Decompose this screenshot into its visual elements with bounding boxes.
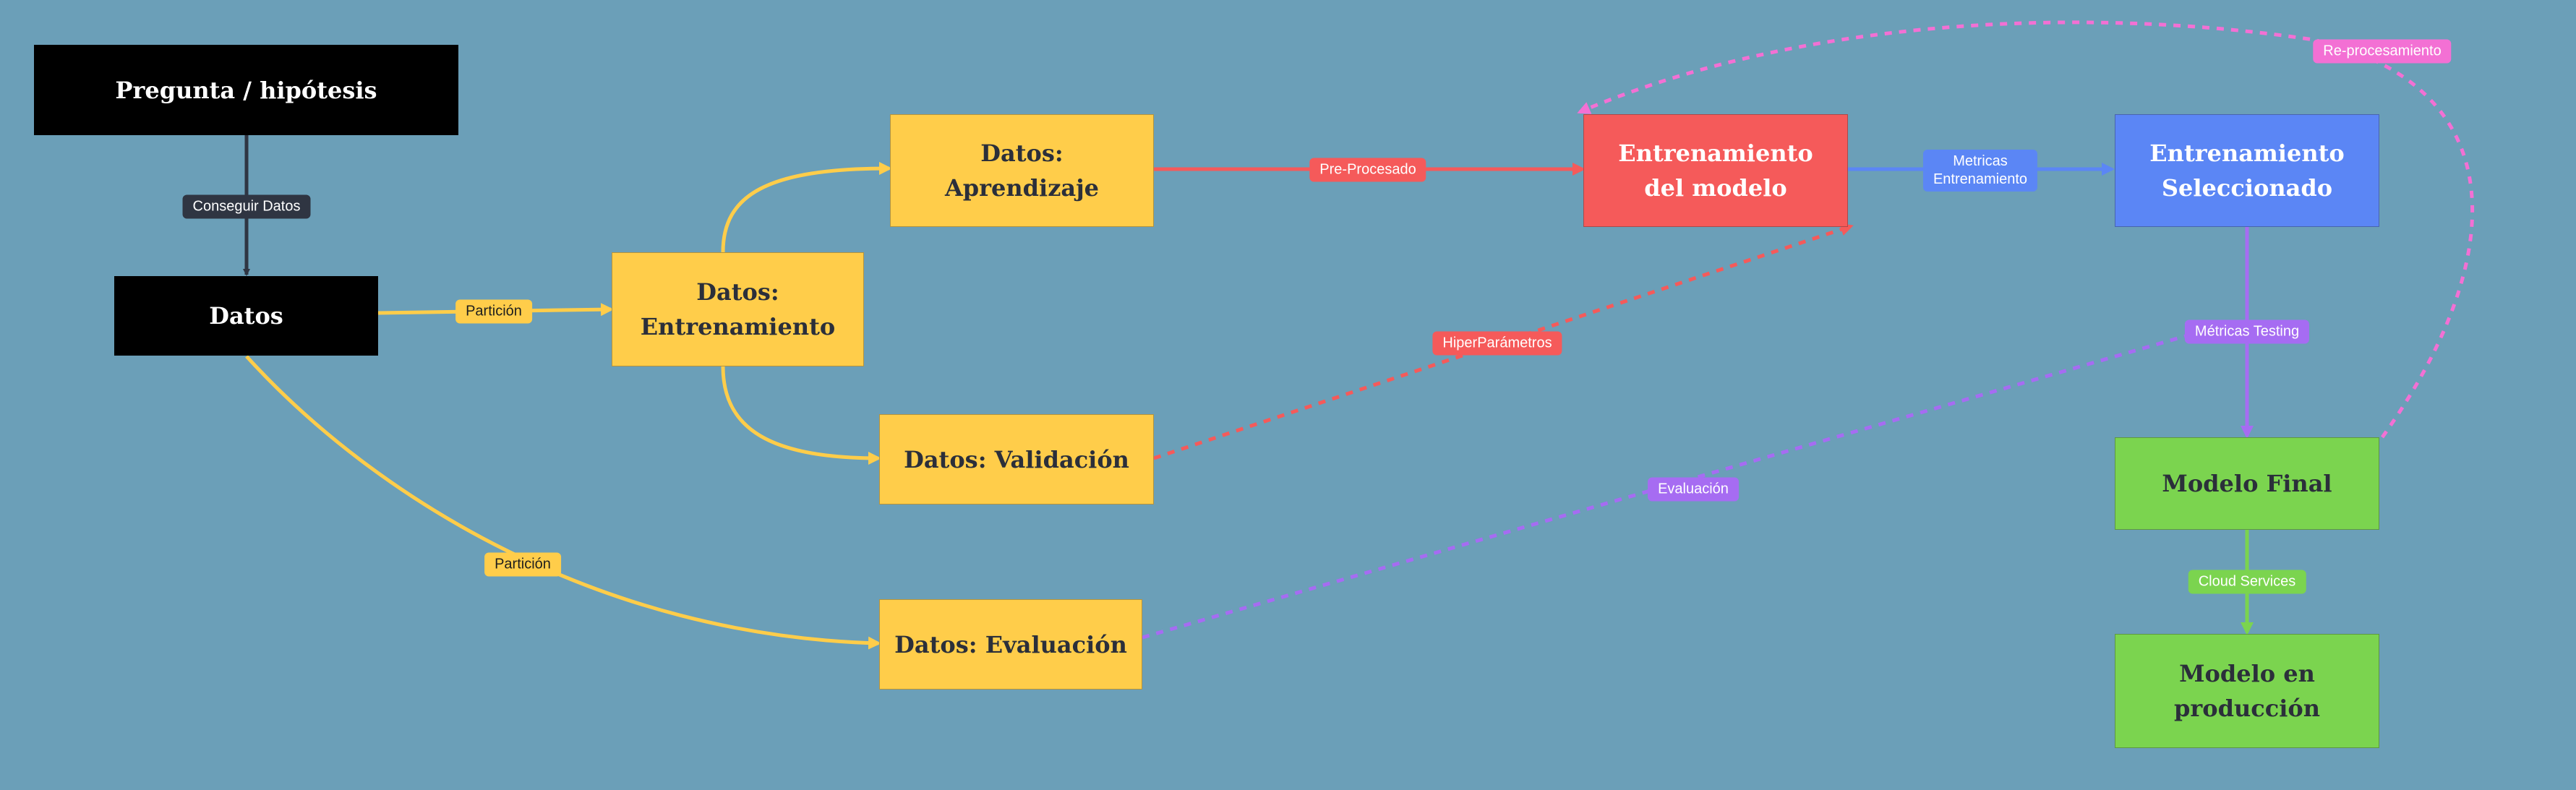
label-re-procesamiento: Re-procesamiento	[2313, 39, 2452, 64]
node-modelo-final[interactable]: Modelo Final	[2115, 437, 2379, 530]
edge-entrenamiento-aprendizaje	[721, 162, 892, 253]
node-modelo-produccion[interactable]: Modelo en producción	[2115, 634, 2379, 748]
label-cloud-services: Cloud Services	[2188, 570, 2306, 594]
node-entrenamiento-modelo[interactable]: Entrenamiento del modelo	[1583, 114, 1848, 227]
label-evaluacion: Evaluación	[1648, 477, 1739, 502]
label-particion-2: Partición	[484, 552, 561, 577]
label-metricas-entrenamiento: Metricas Entrenamiento	[1922, 150, 2038, 192]
node-datos-entrenamiento[interactable]: Datos: Entrenamiento	[612, 252, 864, 366]
label-particion-1: Partición	[455, 299, 532, 324]
node-entrenamiento-seleccionado[interactable]: Entrenamiento Seleccionado	[2115, 114, 2379, 227]
label-metricas-testing: Métricas Testing	[2184, 319, 2310, 344]
label-hiperparametros: HiperParámetros	[1432, 331, 1562, 356]
edge-entrenamiento-validacion	[721, 366, 881, 465]
edge-particion-evaluacion	[245, 355, 881, 650]
edge-re-procesamiento	[1577, 20, 2475, 439]
node-datos[interactable]: Datos	[114, 276, 378, 356]
node-datos-evaluacion[interactable]: Datos: Evaluación	[879, 599, 1142, 690]
label-pre-procesado: Pre-Procesado	[1309, 158, 1426, 182]
node-pregunta-hipotesis[interactable]: Pregunta / hipótesis	[34, 45, 458, 135]
label-conseguir-datos: Conseguir Datos	[182, 194, 311, 219]
node-datos-aprendizaje[interactable]: Datos: Aprendizaje	[890, 114, 1154, 227]
node-datos-validacion[interactable]: Datos: Validación	[879, 414, 1154, 505]
